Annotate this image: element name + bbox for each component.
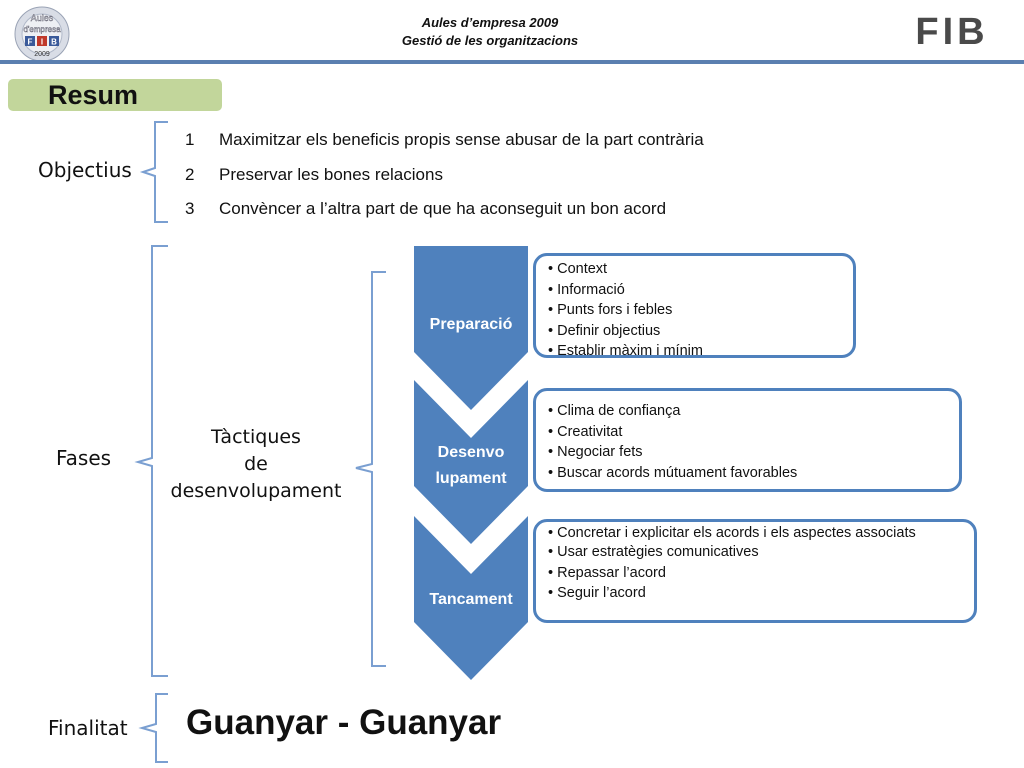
list-item: Creativitat [548, 422, 959, 443]
tancament-box: Concretar i explicitar els acords i els … [533, 519, 977, 623]
tactiques-label: Tàctiques de desenvolupament [170, 426, 342, 502]
preparacio-box: Context Informació Punts fors i febles D… [533, 253, 856, 359]
finalitat-brace [138, 693, 168, 763]
list-item: Establir màxim i mínim [548, 341, 853, 362]
header-line-2: Gestió de les organitzacions [401, 33, 579, 48]
svg-text:F: F [28, 38, 33, 47]
aules-empresa-logo: Aules d'empresa F I B 2009 [10, 6, 74, 62]
list-item: Context [548, 259, 853, 280]
list-item: Usar estratègies comunicatives [548, 542, 974, 563]
svg-text:FIB: FIB [915, 12, 988, 48]
list-item: Repassar l’acord [548, 563, 974, 584]
list-item: Buscar acords mútuament favorables [548, 463, 959, 484]
svg-text:B: B [51, 38, 57, 47]
svg-text:Aules: Aules [31, 13, 54, 23]
list-item: Concretar i explicitar els acords i els … [548, 524, 938, 542]
finalitat-label: Finalitat [48, 716, 128, 740]
phase-label-preparacio: Preparació [429, 316, 513, 333]
fib-logo: FIB [900, 11, 1004, 53]
list-item: Punts fors i febles [548, 300, 853, 321]
resum-title: Resum [8, 79, 222, 111]
header-divider [0, 60, 1024, 64]
chevron-desenvolupament [414, 380, 528, 544]
fases-label: Fases [56, 446, 112, 470]
list-item: Clima de confiança [548, 401, 959, 422]
header-line-1: Aules d’empresa 2009 [421, 15, 559, 30]
chevron-preparacio [414, 246, 528, 410]
finalitat-value: Guanyar - Guanyar [186, 703, 502, 742]
fases-brace [134, 245, 168, 677]
list-item: Informació [548, 280, 853, 301]
svg-text:I: I [41, 38, 43, 47]
phase-label-desenvolupament: Desenvo lupament [435, 444, 507, 487]
objectius-brace [139, 121, 168, 223]
desenvolupament-box: Clima de confiança Creativitat Negociar … [533, 388, 962, 492]
svg-text:d'empresa: d'empresa [23, 25, 61, 34]
tactiques-brace [355, 271, 386, 667]
phase-label-tancament: Tancament [429, 591, 513, 608]
header-title: Aules d’empresa 2009 Gestió de les organ… [340, 14, 640, 50]
chevron-tancament [414, 516, 528, 680]
svg-text:2009: 2009 [34, 51, 50, 58]
objectius-label: Objectius [38, 158, 132, 182]
list-item: Seguir l’acord [548, 583, 974, 604]
list-item: Negociar fets [548, 442, 959, 463]
list-item: Definir objectius [548, 321, 853, 342]
